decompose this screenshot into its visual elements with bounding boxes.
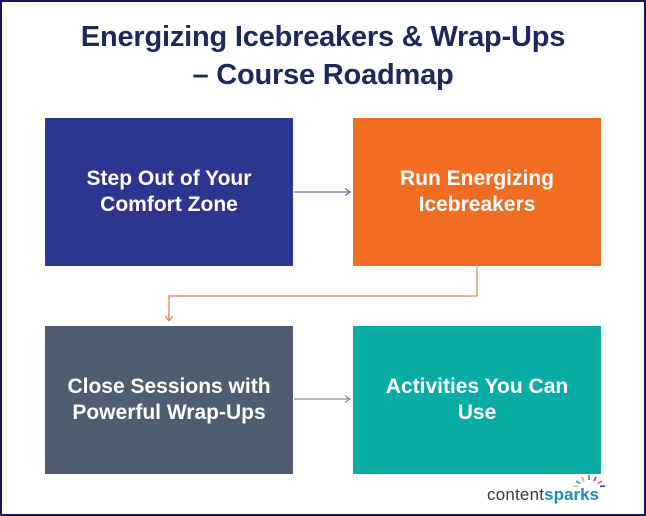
step-box-4: Activities You Can Use [353, 326, 601, 474]
step-box-1: Step Out of Your Comfort Zone [45, 118, 293, 266]
step-box-2: Run Energizing Icebreakers [353, 118, 601, 266]
title-line-1: Energizing Icebreakers & Wrap-Ups [80, 21, 566, 53]
arrow-right-icon [294, 394, 352, 404]
logo-sparks-text: sparks [544, 485, 599, 504]
logo-wordmark: contentsparks [487, 486, 599, 504]
logo-content-text: content [487, 485, 545, 504]
arrow-elbow-icon [164, 267, 478, 323]
page-title: Energizing Icebreakers & Wrap-Ups – Cour… [0, 18, 646, 94]
arrow-right-icon [294, 187, 352, 197]
title-line-2: – Course Roadmap [192, 59, 454, 91]
step-label-2: Run Energizing Icebreakers [400, 167, 554, 216]
step-label-3: Close Sessions with Powerful Wrap-Ups [67, 375, 271, 424]
step-label-1: Step Out of Your Comfort Zone [86, 167, 252, 216]
step-box-3: Close Sessions with Powerful Wrap-Ups [45, 326, 293, 474]
sparks-rays-icon [572, 475, 606, 488]
step-label-4: Activities You Can Use [385, 375, 569, 424]
contentsparks-logo: contentsparks [487, 475, 607, 508]
